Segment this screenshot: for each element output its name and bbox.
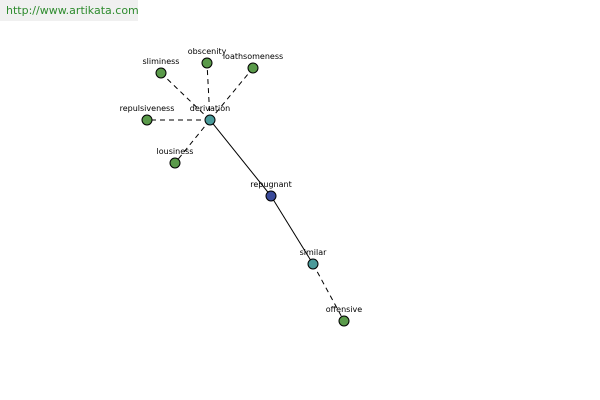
node-loathsomeness[interactable]: loathsomeness	[223, 52, 283, 74]
node-label-repulsiveness: repulsiveness	[120, 104, 175, 113]
edge-derivation-lousiness	[174, 119, 211, 164]
node-marker-offensive[interactable]	[338, 315, 350, 327]
node-label-obscenity: obscenity	[188, 47, 227, 56]
node-repulsiveness[interactable]: repulsiveness	[120, 104, 175, 126]
edge-similar-offensive	[312, 263, 345, 322]
node-repugnant[interactable]: repugnant	[250, 180, 292, 202]
node-marker-loathsomeness[interactable]	[247, 62, 259, 74]
node-lousiness[interactable]: lousiness	[157, 147, 194, 169]
node-label-loathsomeness: loathsomeness	[223, 52, 283, 61]
node-label-repugnant: repugnant	[250, 180, 291, 189]
graph-nodes: repugnant derivation similar sliminess obsce…	[120, 47, 363, 327]
node-marker-repulsiveness[interactable]	[141, 114, 153, 126]
node-label-derivation: derivation	[190, 104, 230, 113]
node-marker-obscenity[interactable]	[201, 57, 213, 69]
edge-repugnant-derivation	[209, 119, 272, 197]
edge-repugnant-similar	[270, 195, 314, 265]
node-similar[interactable]: similar	[300, 248, 328, 270]
node-label-sliminess: sliminess	[143, 57, 180, 66]
node-marker-similar[interactable]	[307, 258, 319, 270]
node-marker-lousiness[interactable]	[169, 157, 181, 169]
node-label-lousiness: lousiness	[157, 147, 194, 156]
node-obscenity[interactable]: obscenity	[188, 47, 227, 69]
node-offensive[interactable]: offensive	[326, 305, 363, 327]
node-sliminess[interactable]: sliminess	[143, 57, 180, 79]
edge-derivation-loathsomeness	[209, 67, 254, 121]
node-marker-derivation[interactable]	[204, 114, 216, 126]
node-label-offensive: offensive	[326, 305, 363, 314]
edge-derivation-obscenity	[206, 62, 211, 121]
graph-edges	[147, 62, 345, 322]
node-derivation[interactable]: derivation	[190, 104, 230, 126]
node-marker-sliminess[interactable]	[155, 67, 167, 79]
node-marker-repugnant[interactable]	[265, 190, 277, 202]
node-label-similar: similar	[300, 248, 328, 257]
source-url-banner[interactable]: http://www.artikata.com	[0, 0, 139, 21]
edge-derivation-sliminess	[160, 72, 211, 121]
